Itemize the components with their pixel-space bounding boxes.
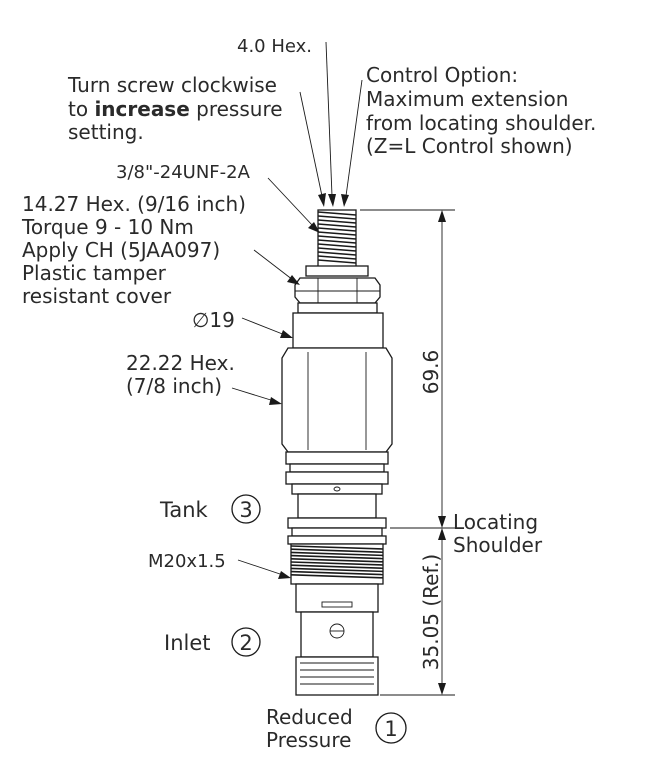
thread-hatch-line bbox=[290, 548, 384, 553]
thread-hatch-line bbox=[290, 570, 384, 576]
m20-thread-label: M20x1.5 bbox=[148, 551, 226, 572]
control-option-line-4: (Z=L Control shown) bbox=[366, 134, 573, 158]
diameter-label: ∅19 bbox=[192, 308, 235, 332]
thread-hatch-line bbox=[290, 558, 384, 563]
locknut-hex bbox=[294, 277, 381, 304]
leader-lines bbox=[231, 41, 363, 579]
control-option-line-2: Maximum extension bbox=[366, 87, 568, 111]
nut-spec-line-1: 14.27 Hex. (9/16 inch) bbox=[22, 192, 246, 216]
thread-hatch-line bbox=[317, 259, 357, 264]
nut-spec-line-4: Plastic tamper bbox=[22, 261, 167, 285]
tank-port-section bbox=[287, 486, 387, 537]
inlet-section bbox=[295, 583, 379, 658]
inlet-port-label: Inlet bbox=[164, 631, 211, 655]
locating-shoulder-line-1: Locating bbox=[453, 510, 538, 534]
thread-hatch-line bbox=[290, 574, 384, 579]
reduced-pressure-tip bbox=[295, 656, 379, 696]
reduced-pressure-number-circle bbox=[375, 712, 407, 744]
m20-thread bbox=[287, 535, 387, 585]
thread-hatch-line bbox=[317, 247, 357, 252]
thread-hatch-line bbox=[317, 231, 357, 236]
turn-screw-line-3: setting. bbox=[68, 120, 144, 144]
thread-hatch-line bbox=[290, 545, 384, 550]
dimension-35-05: 35.05 (Ref.) bbox=[419, 554, 443, 670]
thread-spec-label: 3/8"-24UNF-2A bbox=[116, 162, 251, 183]
inlet-port-number: 2 bbox=[239, 631, 252, 655]
neck bbox=[297, 302, 378, 314]
thread-collar bbox=[305, 265, 369, 277]
thread-hatch-line bbox=[290, 554, 384, 560]
thread-hatch-line bbox=[317, 243, 357, 248]
thread-hatch-line bbox=[290, 564, 384, 569]
dimension-lines bbox=[360, 209, 455, 696]
valve-body bbox=[281, 209, 393, 696]
locating-shoulder-line-2: Shoulder bbox=[453, 533, 543, 557]
diameter-19-section bbox=[292, 312, 384, 349]
thread-hatch-line bbox=[290, 561, 384, 566]
hex-4-label: 4.0 Hex. bbox=[237, 36, 312, 57]
control-option-line-1: Control Option: bbox=[366, 63, 518, 87]
nut-spec-line-3: Apply CH (5JAA097) bbox=[22, 238, 220, 262]
nut-spec-line-5: resistant cover bbox=[22, 284, 172, 308]
tank-port-number: 3 bbox=[239, 498, 252, 522]
thread-hatch-line bbox=[290, 567, 384, 573]
big-hex-line-2: (7/8 inch) bbox=[126, 374, 222, 398]
thread-hatch-line bbox=[317, 211, 357, 216]
thread-hatch-line bbox=[290, 551, 384, 557]
control-option-line-3: from locating shoulder. bbox=[366, 111, 596, 135]
annotations: 4.0 Hex. Turn screw clockwise to increas… bbox=[21, 36, 596, 752]
thread-hatch-line bbox=[317, 215, 357, 220]
thread-hatch-line bbox=[317, 239, 357, 244]
thread-hatch-line bbox=[317, 235, 357, 240]
thread-hatch-line bbox=[317, 251, 357, 256]
tank-port-number-circle bbox=[231, 494, 261, 524]
nut-spec-line-2: Torque 9 - 10 Nm bbox=[21, 215, 194, 239]
dimension-69-6: 69.6 bbox=[419, 350, 443, 395]
thread-hatch-line bbox=[317, 219, 357, 224]
big-hex-line-1: 22.22 Hex. bbox=[126, 351, 235, 375]
turn-screw-line-2: to increase pressure bbox=[68, 97, 283, 121]
inlet-port-number-circle bbox=[231, 627, 261, 657]
thread-hatch-line bbox=[317, 223, 357, 228]
main-hex-body bbox=[281, 347, 393, 453]
reduced-pressure-line-2: Pressure bbox=[266, 728, 351, 752]
reduced-pressure-line-1: Reduced bbox=[266, 705, 353, 729]
upper-seal-grooves bbox=[285, 451, 389, 495]
adjusting-screw-thread bbox=[317, 209, 357, 269]
reduced-pressure-number: 1 bbox=[384, 717, 397, 741]
tank-port-label: Tank bbox=[159, 498, 209, 522]
thread-hatch-line bbox=[317, 255, 357, 260]
thread-hatch-line bbox=[317, 227, 357, 232]
turn-screw-line-1: Turn screw clockwise bbox=[67, 73, 277, 97]
